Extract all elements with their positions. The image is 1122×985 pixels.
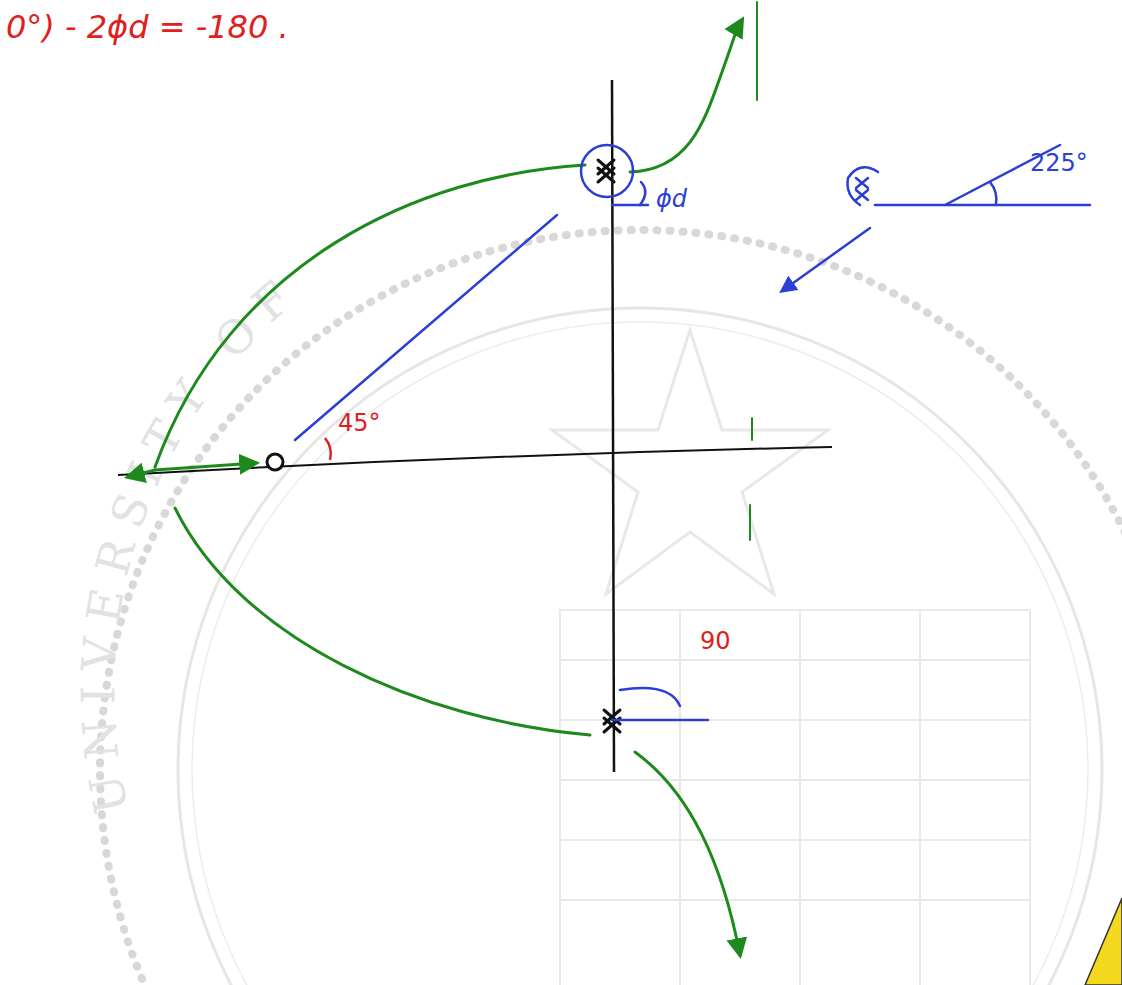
equation-note: 0°) - 2ϕd = -180 . — [6, 10, 289, 45]
angle-label: ϕd — [656, 186, 687, 212]
pole-symbol — [598, 160, 620, 732]
watermark: UNIVERSITY OF — [71, 261, 312, 818]
imag-axis — [612, 80, 614, 772]
angle-arc — [325, 438, 331, 460]
zero-symbol — [267, 454, 283, 470]
real-axis — [118, 447, 832, 475]
seal-watermark: UNIVERSITY OF — [71, 184, 1122, 985]
root-locus — [128, 2, 757, 955]
angle-label: 225° — [1030, 150, 1088, 176]
angle-construction — [295, 145, 1090, 720]
angle-label: 45° — [338, 410, 381, 436]
angle-label: 90 — [700, 628, 731, 654]
pole-symbol — [856, 178, 868, 200]
corner-tab — [1085, 898, 1122, 985]
